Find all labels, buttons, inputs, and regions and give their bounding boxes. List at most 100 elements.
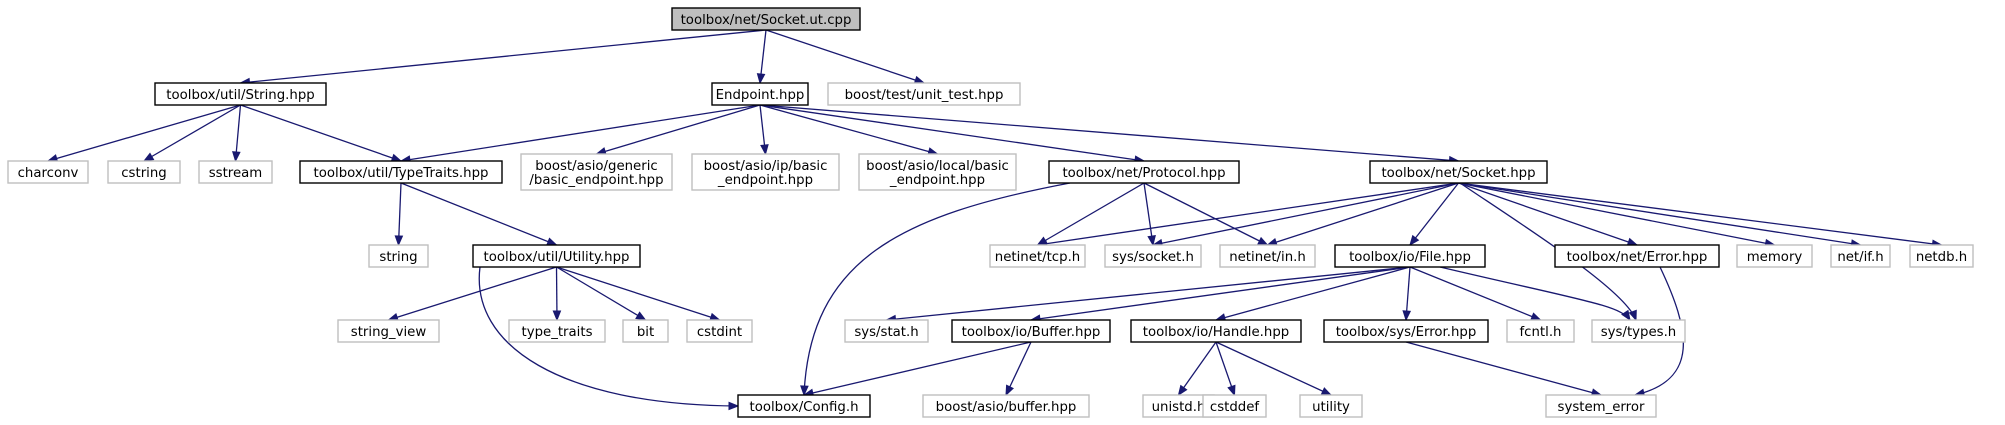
node-memory: memory	[1736, 244, 1813, 268]
node-label: toolbox/io/Handle.hpp	[1143, 325, 1289, 340]
edge-socket-hpp-to-netdb-h	[1458, 182, 1943, 249]
node-unit-test: boost/test/unit_test.hpp	[827, 82, 1021, 106]
edge-protocol-hpp-to-config-h	[800, 182, 1071, 397]
edge-file-hpp-to-stat-h	[885, 266, 1411, 324]
node-box	[1048, 160, 1240, 184]
node-box	[508, 319, 606, 343]
node-box	[858, 153, 1017, 191]
node-label: fcntl.h	[1520, 325, 1562, 340]
node-box	[951, 319, 1111, 343]
node-endpoint-hpp[interactable]: Endpoint.hpp	[711, 82, 809, 106]
node-label: boost/asio/generic	[535, 159, 657, 174]
node-socket-hpp[interactable]: toolbox/net/Socket.hpp	[1369, 160, 1548, 184]
edge-file-hpp-to-handle-hpp	[1214, 266, 1411, 322]
edge-line	[1215, 266, 1411, 321]
node-box	[1369, 160, 1548, 184]
node-label: boost/test/unit_test.hpp	[845, 88, 1004, 103]
edge-line	[1458, 182, 1638, 246]
node-box	[1334, 244, 1486, 268]
node-label: netinet/tcp.h	[995, 250, 1080, 265]
edge-line	[1005, 341, 1032, 396]
edge-socket-ut-to-string-hpp	[239, 29, 767, 87]
edge-line	[1405, 341, 1602, 396]
node-layer: toolbox/net/Socket.ut.cpp toolbox/util/St…	[7, 7, 1974, 418]
node-label: sstream	[209, 166, 263, 181]
edge-file-hpp-to-types-h	[1439, 266, 1631, 322]
edge-protocol-hpp-to-socket-h	[1143, 182, 1156, 247]
node-tcp-h: netinet/tcp.h	[989, 244, 1086, 268]
node-file-hpp[interactable]: toolbox/io/File.hpp	[1334, 244, 1486, 268]
edge-line	[1037, 182, 1459, 246]
node-box	[671, 7, 861, 31]
edge-protocol-hpp-to-tcp-h	[1036, 182, 1145, 246]
node-label: netinet/in.h	[1229, 250, 1306, 265]
edge-socket-ut-to-unit-test	[765, 29, 926, 85]
edge-line	[759, 104, 1459, 162]
node-syserror-hpp[interactable]: toolbox/sys/Error.hpp	[1323, 319, 1489, 343]
edge-line	[47, 104, 241, 162]
node-box	[922, 394, 1090, 418]
edge-socket-hpp-to-if-h	[1458, 182, 1862, 248]
node-config-h[interactable]: toolbox/Config.h	[737, 394, 871, 418]
node-sstream: sstream	[198, 160, 273, 184]
edge-file-hpp-to-buffer-hpp	[1029, 266, 1411, 323]
edge-line	[400, 104, 761, 162]
node-label: boost/asio/buffer.hpp	[936, 400, 1077, 415]
node-box	[107, 160, 181, 184]
node-label: cstddef	[1210, 400, 1260, 415]
node-handle-hpp[interactable]: toolbox/io/Handle.hpp	[1130, 319, 1302, 343]
node-utility: utility	[1299, 394, 1363, 418]
edge-string-hpp-to-cstring	[142, 104, 241, 162]
edge-socket-ut-to-endpoint-hpp	[756, 29, 767, 85]
node-local-ep: boost/asio/local/basic_endpoint.hpp	[858, 153, 1017, 191]
node-label: memory	[1747, 250, 1803, 265]
node-box	[154, 82, 327, 106]
node-typetraits-hpp[interactable]: toolbox/util/TypeTraits.hpp	[299, 160, 503, 184]
edge-arrowhead	[1409, 234, 1420, 247]
node-box	[711, 82, 809, 106]
edge-arrowhead	[1320, 387, 1333, 396]
node-ip-ep: boost/asio/ip/basic_endpoint.hpp	[691, 153, 840, 191]
node-string-hpp[interactable]: toolbox/util/String.hpp	[154, 82, 327, 106]
edge-line	[765, 29, 925, 84]
edge-line	[1030, 266, 1411, 321]
edge-buffer-hpp-to-asio-buffer	[1005, 341, 1032, 397]
node-label: system_error	[1558, 400, 1645, 415]
node-label: utility	[1312, 400, 1350, 415]
node-label: toolbox/io/Buffer.hpp	[962, 325, 1101, 340]
node-label: toolbox/sys/Error.hpp	[1336, 325, 1477, 340]
edge-handle-hpp-to-cstddef	[1215, 341, 1236, 397]
node-label: type_traits	[521, 325, 592, 340]
node-label: toolbox/util/String.hpp	[166, 88, 314, 103]
node-socket-ut[interactable]: toolbox/net/Socket.ut.cpp	[671, 7, 861, 31]
node-label: _endpoint.hpp	[889, 173, 985, 188]
edge-utility-hpp-to-bit	[556, 266, 647, 321]
node-if-h: net/if.h	[1830, 244, 1891, 268]
node-generic-ep: boost/asio/generic/basic_endpoint.hpp	[520, 153, 673, 191]
node-protocol-hpp[interactable]: toolbox/net/Protocol.hpp	[1048, 160, 1240, 184]
node-label: boost/asio/ip/basic	[704, 159, 828, 174]
node-utility-hpp[interactable]: toolbox/util/Utility.hpp	[472, 244, 641, 268]
node-label: charconv	[18, 166, 79, 181]
edge-endpoint-hpp-to-ip-ep	[759, 104, 769, 156]
edge-string-hpp-to-charconv	[46, 104, 241, 163]
edge-arrowhead	[232, 151, 241, 163]
node-cstdint: cstdint	[686, 319, 753, 343]
node-buffer-hpp[interactable]: toolbox/io/Buffer.hpp	[951, 319, 1111, 343]
node-string: string	[368, 244, 429, 268]
edge-arrowhead	[1005, 384, 1014, 397]
node-label: toolbox/net/Protocol.hpp	[1062, 166, 1225, 181]
node-socket-h: sys/socket.h	[1104, 244, 1202, 268]
node-netdb-h: netdb.h	[1909, 244, 1974, 268]
node-neterror-hpp[interactable]: toolbox/net/Error.hpp	[1554, 244, 1720, 268]
node-type-traits: type_traits	[508, 319, 606, 343]
node-unistd-h: unistd.h	[1142, 394, 1215, 418]
edge-line	[803, 341, 1032, 396]
edge-socket-hpp-to-in-h	[1266, 182, 1459, 247]
node-box	[827, 82, 1021, 106]
edge-line	[1409, 266, 1541, 321]
node-label: toolbox/net/Error.hpp	[1567, 250, 1708, 265]
node-box	[7, 160, 89, 184]
node-box	[1909, 244, 1974, 268]
node-label: sys/socket.h	[1112, 250, 1194, 265]
